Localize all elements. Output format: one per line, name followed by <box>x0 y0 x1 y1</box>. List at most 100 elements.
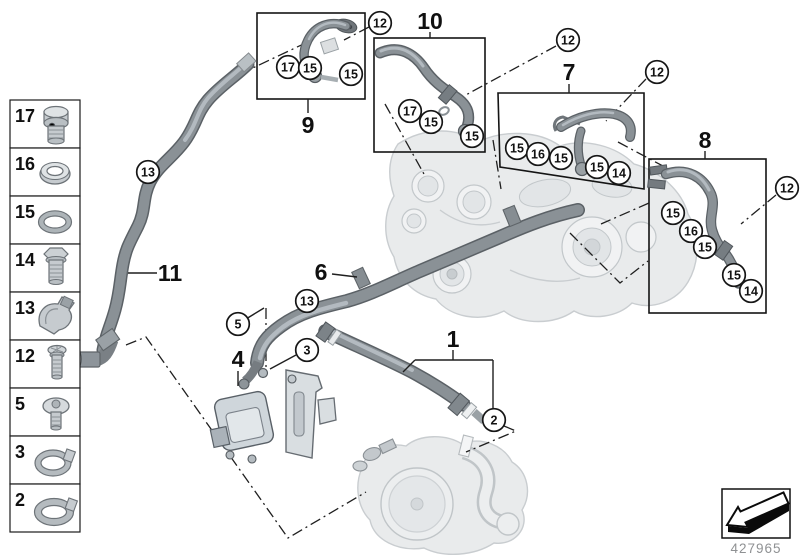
callout-16-box8[interactable]: 16 <box>678 218 704 244</box>
svg-text:15: 15 <box>590 161 604 175</box>
direction-arrow-icon <box>725 491 790 534</box>
svg-text:15: 15 <box>554 152 568 166</box>
svg-text:5: 5 <box>235 318 242 332</box>
svg-text:12: 12 <box>650 66 664 80</box>
svg-text:15: 15 <box>698 241 712 255</box>
legend-item-5[interactable]: 5 <box>9 387 81 437</box>
svg-text:12: 12 <box>780 182 794 196</box>
legend-number: 2 <box>15 490 25 510</box>
svg-text:15: 15 <box>666 207 680 221</box>
assembly-box-7 <box>497 84 645 190</box>
callout-15-box8-b[interactable]: 15 <box>692 234 718 260</box>
thermostat-housing-drawing <box>352 434 529 556</box>
legend-item-2[interactable]: 2 <box>9 483 81 533</box>
part-label-4[interactable]: 4 <box>232 346 245 372</box>
hose-11-drawing <box>74 52 257 368</box>
leader-lines <box>125 26 777 539</box>
legend-item-12[interactable]: 12 <box>9 339 81 389</box>
legend-item-3[interactable]: 3 <box>9 435 81 485</box>
callout-14-box7[interactable]: 14 <box>606 160 632 186</box>
vent-pipe-10-drawing <box>374 44 475 139</box>
svg-text:15: 15 <box>344 68 358 82</box>
group-label-10[interactable]: 10 <box>417 8 443 34</box>
legend-number: 5 <box>15 394 25 414</box>
callout-13-hose11[interactable]: 13 <box>135 159 161 185</box>
part-label-11[interactable]: 11 <box>158 260 183 286</box>
o-ring-icon <box>37 210 73 234</box>
hose-1-drawing <box>315 321 487 424</box>
assembly-box-9 <box>256 12 366 113</box>
svg-text:12: 12 <box>561 34 575 48</box>
hose-clamp-icon <box>34 448 77 477</box>
callout-15-box10-b[interactable]: 15 <box>459 123 485 149</box>
callout-15-box7-a[interactable]: 15 <box>504 135 530 161</box>
legend-number: 12 <box>15 346 35 366</box>
label-pointer-lines <box>128 272 494 408</box>
callout-15-box7-c[interactable]: 15 <box>584 154 610 180</box>
vent-pipe-7-drawing <box>552 108 636 177</box>
legend-item-15[interactable]: 15 <box>9 195 81 245</box>
legend-number: 14 <box>15 250 35 270</box>
svg-text:16: 16 <box>684 225 698 239</box>
svg-text:15: 15 <box>303 62 317 76</box>
assembly-box-8 <box>648 151 767 314</box>
retaining-clip-icon <box>38 295 75 335</box>
callout-14-box8[interactable]: 14 <box>738 278 764 304</box>
drawing-number-stamp: 427965 <box>721 488 791 556</box>
svg-text:14: 14 <box>612 167 626 181</box>
svg-text:12: 12 <box>373 17 387 31</box>
svg-text:15: 15 <box>510 142 524 156</box>
svg-text:2: 2 <box>491 414 498 428</box>
group-label-8[interactable]: 8 <box>699 127 712 153</box>
legend-item-17[interactable]: 17 <box>9 99 81 149</box>
svg-text:17: 17 <box>403 105 417 119</box>
callout-15-box9-a[interactable]: 15 <box>297 55 323 81</box>
callout-3[interactable]: 3 <box>294 337 320 363</box>
svg-text:15: 15 <box>727 269 741 283</box>
svg-text:3: 3 <box>304 344 311 358</box>
hose-6-drawing <box>250 203 585 370</box>
callout-15-box8-c[interactable]: 15 <box>721 262 747 288</box>
legend-number: 16 <box>15 154 35 174</box>
part-label-1[interactable]: 1 <box>447 326 460 352</box>
callout-2[interactable]: 2 <box>481 407 507 433</box>
legend-item-14[interactable]: 14 <box>9 243 81 293</box>
callout-15-box9-b[interactable]: 15 <box>338 61 364 87</box>
svg-text:16: 16 <box>531 148 545 162</box>
callout-15-box7-b[interactable]: 15 <box>548 145 574 171</box>
legend-sidebar: 17 16 15 <box>9 99 81 533</box>
assembly-box-10 <box>373 32 486 153</box>
callout-17-box9[interactable]: 17 <box>275 54 301 80</box>
callout-12-a[interactable]: 12 <box>367 10 393 36</box>
callout-17-box10[interactable]: 17 <box>397 98 423 124</box>
group-label-7[interactable]: 7 <box>563 59 576 85</box>
svg-text:13: 13 <box>300 295 314 309</box>
callout-15-box8-a[interactable]: 15 <box>660 200 686 226</box>
svg-text:15: 15 <box>424 116 438 130</box>
svg-text:14: 14 <box>744 285 758 299</box>
callout-16-box7[interactable]: 16 <box>525 141 551 167</box>
legend-item-16[interactable]: 16 <box>9 147 81 197</box>
drawing-number: 427965 <box>730 541 781 556</box>
part-label-6[interactable]: 6 <box>315 259 328 285</box>
callout-15-box10-a[interactable]: 15 <box>418 109 444 135</box>
pan-head-screw-icon <box>42 397 70 431</box>
legend-number: 13 <box>15 298 35 318</box>
callout-5[interactable]: 5 <box>225 311 251 337</box>
group-label-9[interactable]: 9 <box>302 112 315 138</box>
hollow-screw-icon <box>43 247 69 285</box>
torx-screw-icon <box>47 344 67 380</box>
legend-number: 15 <box>15 202 35 222</box>
callout-13-hose6[interactable]: 13 <box>294 288 320 314</box>
callout-12-c[interactable]: 12 <box>644 59 670 85</box>
callout-12-b[interactable]: 12 <box>555 27 581 53</box>
hose-clamp-icon <box>33 497 79 527</box>
callout-12-d[interactable]: 12 <box>774 175 800 201</box>
aux-pump-4-drawing <box>209 360 337 464</box>
legend-item-13[interactable]: 13 <box>9 291 81 341</box>
banjo-bolt-icon <box>43 105 69 145</box>
svg-text:15: 15 <box>465 130 479 144</box>
svg-text:17: 17 <box>281 61 295 75</box>
